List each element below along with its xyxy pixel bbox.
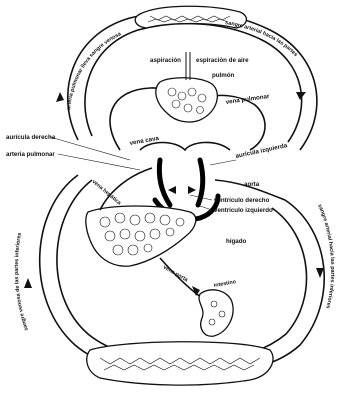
label-top-left-arc: arteria pulmonar lleva sangre venosa xyxy=(66,31,123,110)
label-vena-cava: vena cava xyxy=(129,135,160,147)
arrow-icon xyxy=(188,186,196,194)
lung xyxy=(156,78,218,122)
flow-arrows xyxy=(24,92,324,296)
arrow-icon xyxy=(168,186,176,194)
label-intestino: intestino xyxy=(213,279,237,289)
arrow-icon xyxy=(24,278,32,288)
heart-atria xyxy=(140,142,230,150)
arrow-icon xyxy=(56,92,64,102)
label-right-arc: sangre arterial hacia las partes inferio… xyxy=(316,203,335,309)
label-auricula-derecha: aurícula derecha xyxy=(6,134,56,141)
liver xyxy=(86,206,196,266)
label-ventriculo-izquierdo: ventrículo izquierdo xyxy=(214,207,273,214)
heart-right-chamber xyxy=(159,160,170,205)
label-aorta: aorta xyxy=(244,181,260,188)
label-arteria-pulmonar: arteria pulmonar xyxy=(6,151,55,158)
label-vena-hepatica: vena hepática xyxy=(91,179,123,207)
label-higado: hígado xyxy=(226,238,246,245)
intestine xyxy=(199,290,233,336)
heart-left-chamber xyxy=(198,160,203,205)
label-vena-porta: vena porta xyxy=(162,265,189,284)
lower-capillary-bed xyxy=(87,342,273,385)
label-vena-pulmonar: vena pulmonar xyxy=(225,93,270,106)
label-ventriculo-derecho: ventrículo derecho xyxy=(214,197,270,204)
label-espiracion: espiración de aire xyxy=(196,57,249,64)
label-aspiracion: aspiración xyxy=(150,57,181,64)
arrow-icon xyxy=(316,268,324,278)
label-pulmon: pulmón xyxy=(212,72,235,79)
label-auricula-izquierda: aurícula izquierda xyxy=(235,142,288,160)
trachea xyxy=(186,52,190,80)
